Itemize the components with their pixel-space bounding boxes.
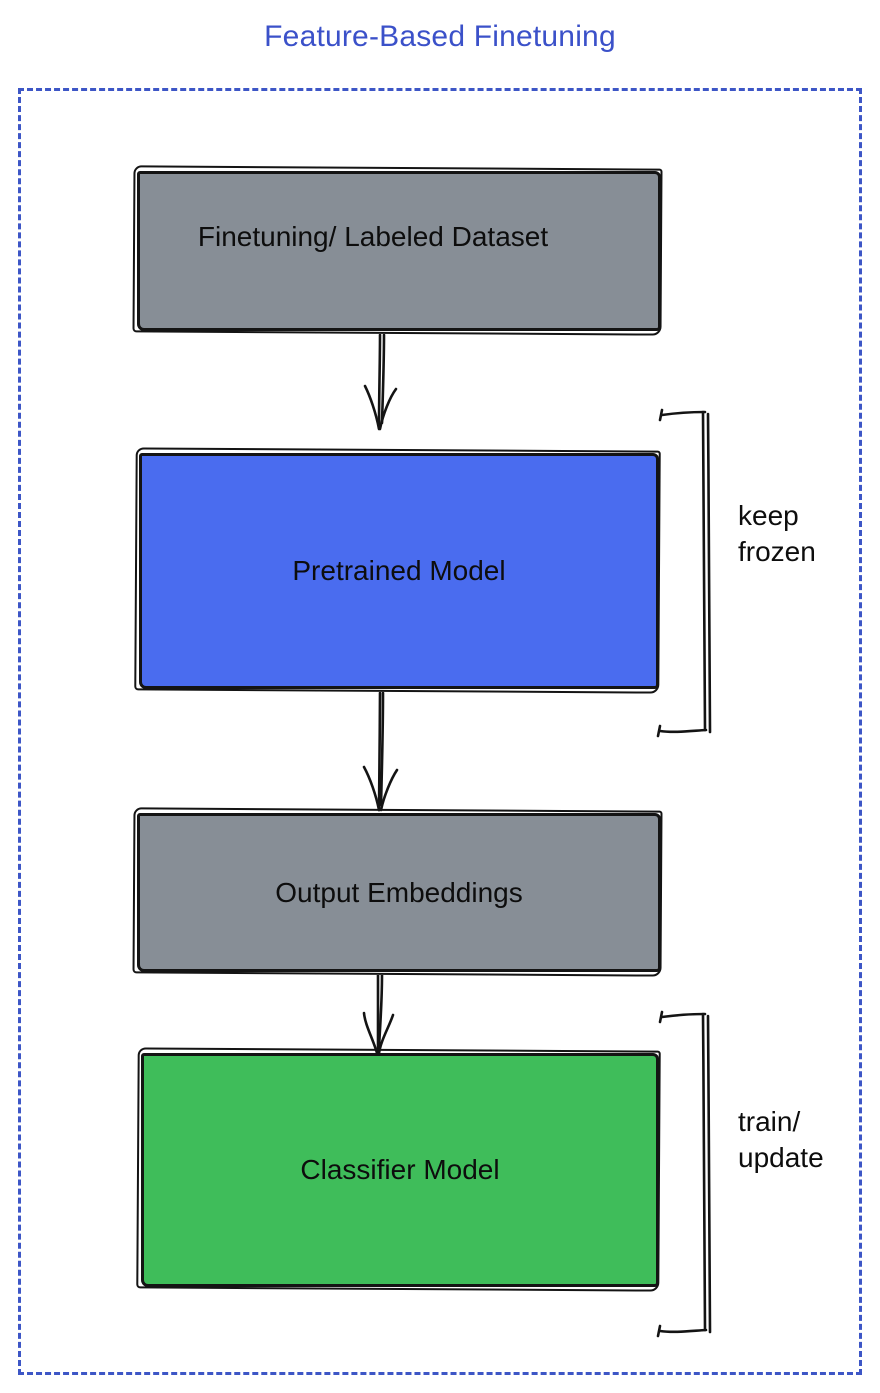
arrow-down-icon (362, 692, 399, 812)
node-classifier-model-label: Classifier Model (300, 1154, 500, 1185)
train-update-bracket-icon (656, 1010, 712, 1338)
diagram-title: Feature-Based Finetuning (264, 20, 616, 53)
node-classifier-model: Classifier Model (141, 1053, 659, 1287)
arrow-down-icon (362, 975, 395, 1055)
node-output-embeddings: Output Embeddings (137, 813, 661, 972)
diagram-frame (18, 88, 862, 1375)
node-finetuning-dataset-label: Finetuning/ Labeled Dataset (197, 221, 549, 252)
node-pretrained-model: Pretrained Model (139, 453, 659, 689)
arrow-down-icon (363, 334, 398, 431)
train-update-label: train/ update (738, 1106, 824, 1173)
keep-frozen-bracket-icon (656, 408, 712, 738)
keep-frozen-label: keep frozen (738, 500, 816, 567)
node-finetuning-dataset: Finetuning/ Labeled Dataset (137, 171, 661, 331)
node-output-embeddings-label: Output Embeddings (275, 876, 523, 908)
node-pretrained-model-label: Pretrained Model (292, 555, 506, 586)
